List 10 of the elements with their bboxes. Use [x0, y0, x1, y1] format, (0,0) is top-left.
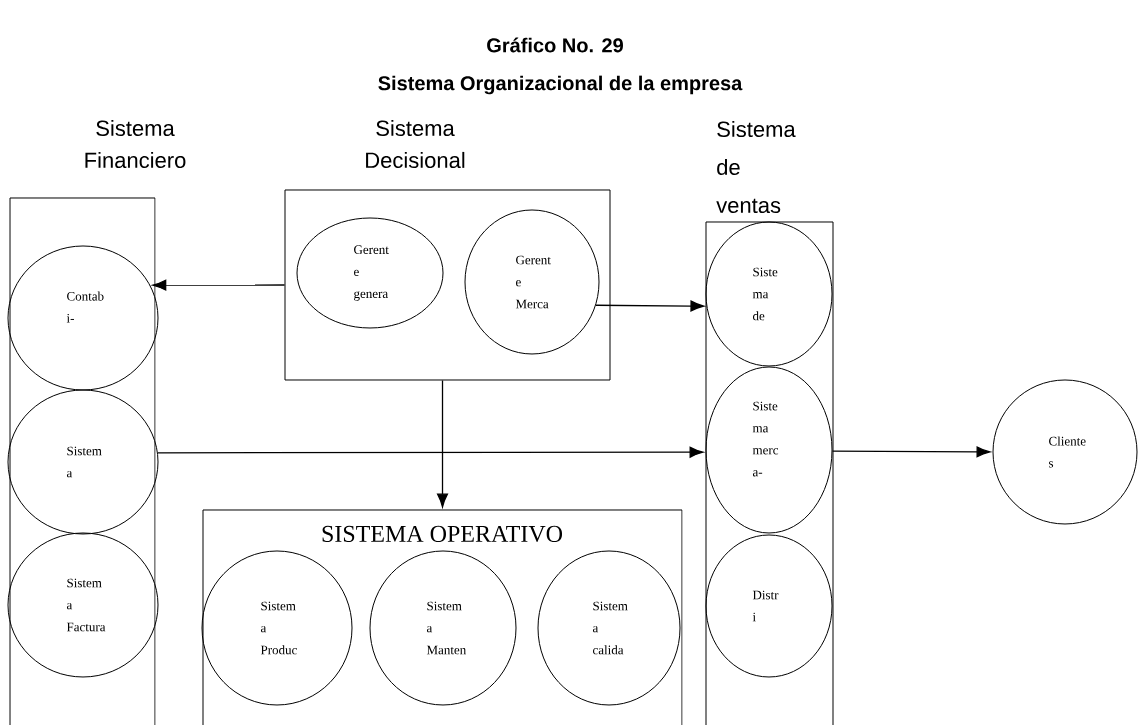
title: Gráfico No. 29	[487, 37, 623, 53]
subtitle: Sistema Organizacional de la empresa	[378, 75, 743, 95]
node-label: Sistema Financiero	[85, 119, 186, 169]
arrow	[437, 379, 449, 508]
node-label: Sistema de ventas	[716, 120, 796, 214]
arrow	[595, 300, 705, 312]
arrow	[157, 446, 704, 458]
node-label: Sistema Decisional	[366, 119, 465, 169]
arrow	[152, 279, 286, 291]
arrow	[831, 446, 991, 458]
